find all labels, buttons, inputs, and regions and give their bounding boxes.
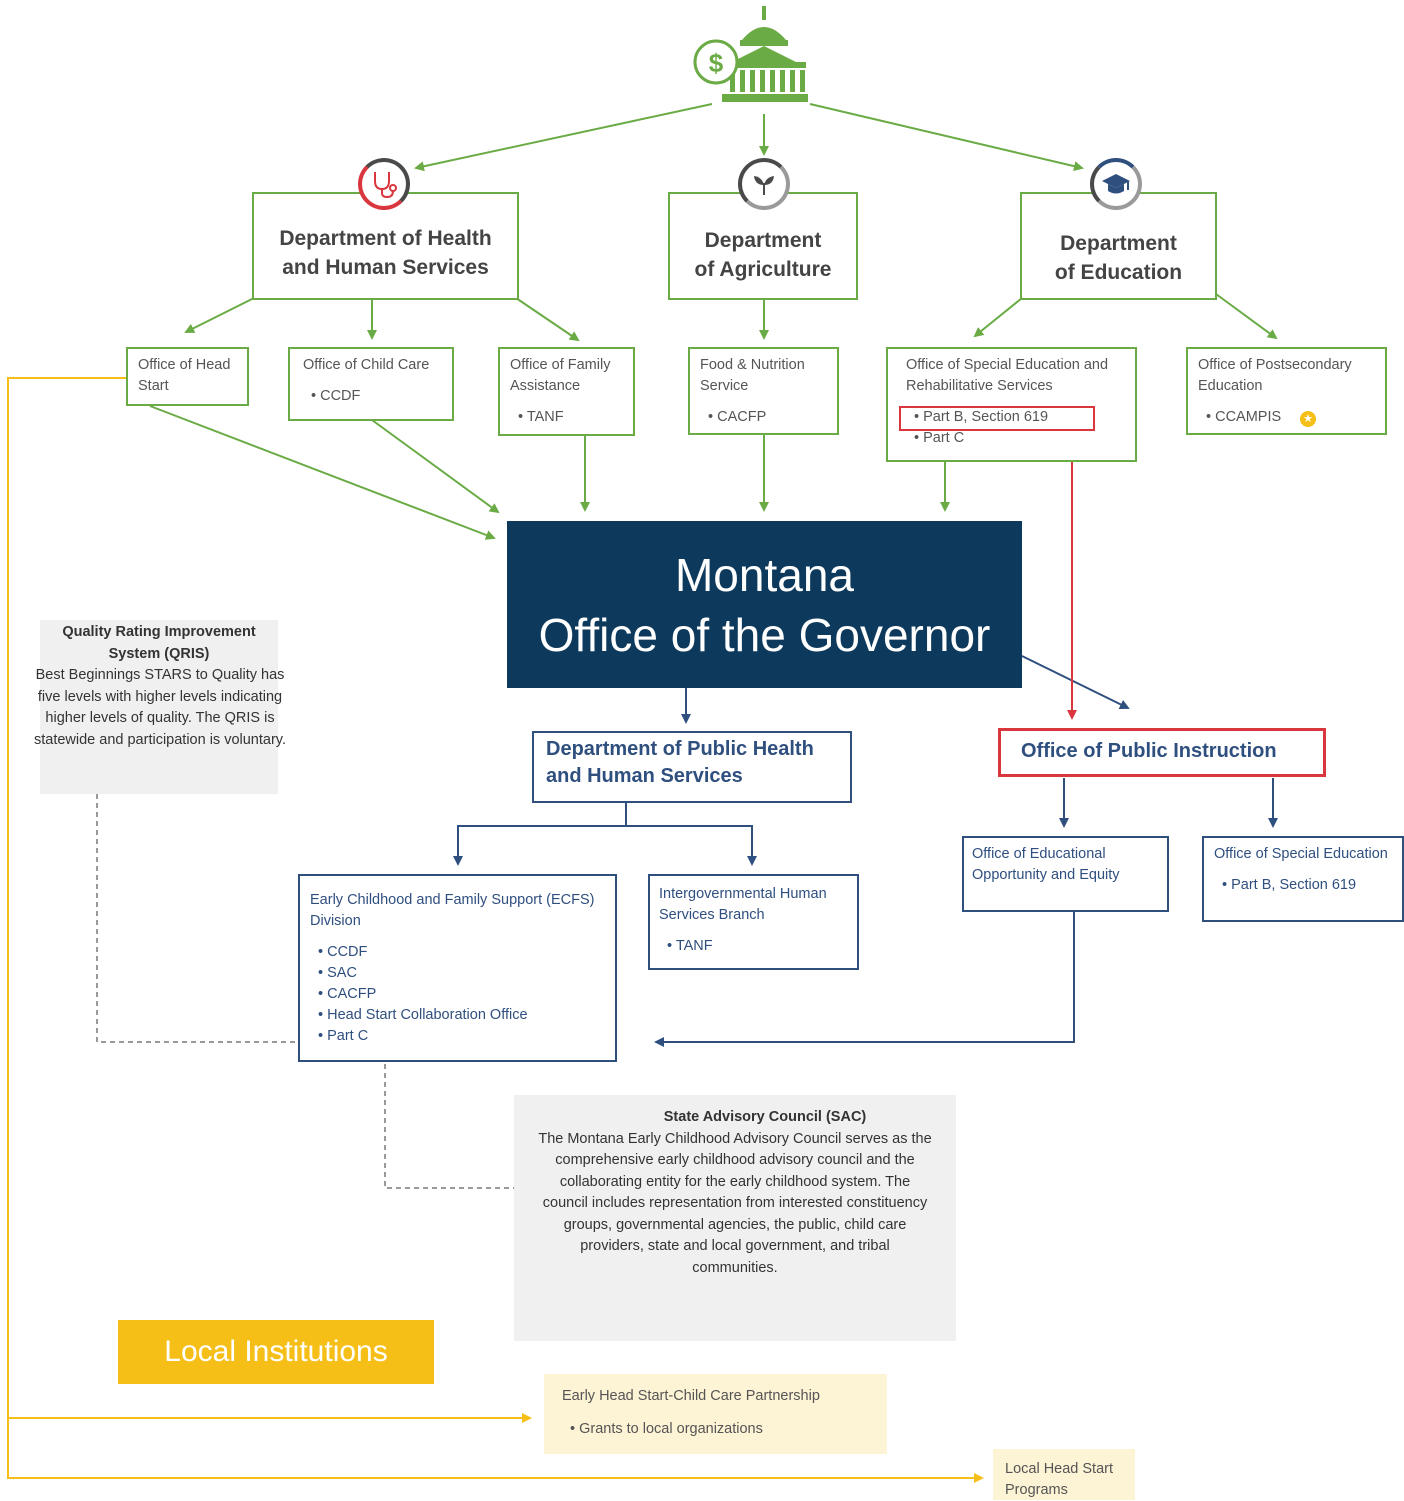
- dept-public-health-human-services: Department of Public Health and Human Se…: [532, 731, 852, 803]
- list-item: CCDF: [310, 942, 605, 963]
- list-item: CCDF: [303, 386, 442, 407]
- list-item: Part B, Section 619: [1214, 875, 1394, 896]
- ecfs-title: Early Childhood and Family Support (ECFS…: [310, 892, 595, 929]
- office-head-start-title: Office of Head Start: [138, 357, 231, 394]
- governor-office: Montana Office of the Governor: [507, 521, 1022, 688]
- early-head-start-child-care-partnership: Early Head Start-Child Care Partnership …: [544, 1374, 887, 1454]
- office-special-ed-title: Office of Special Education and Rehabili…: [906, 357, 1109, 394]
- sac-note: State Advisory Council (SAC) The Montana…: [514, 1095, 956, 1341]
- highlight-box-part-b: [899, 406, 1095, 431]
- list-item: Head Start Collaboration Office: [310, 1005, 605, 1026]
- list-item: TANF: [659, 936, 848, 957]
- capitol-dollar-icon: $: [692, 6, 812, 106]
- dept-ag-line2: of Agriculture: [694, 258, 832, 281]
- star-badge-icon: ★: [1300, 411, 1316, 427]
- list-item: CACFP: [310, 984, 605, 1005]
- office-child-care: Office of Child Care CCDF: [288, 347, 454, 421]
- governor-line2: Office of the Governor: [538, 608, 991, 661]
- ehs-cc-title: Early Head Start-Child Care Partnership: [562, 1388, 820, 1404]
- sac-title: State Advisory Council (SAC): [663, 1109, 867, 1125]
- dept-ed-line2: of Education: [1054, 261, 1183, 284]
- opi-title: Office of Public Instruction: [1021, 740, 1277, 762]
- dept-agriculture: Department of Agriculture: [668, 192, 858, 300]
- office-special-education-rehab: Office of Special Education and Rehabili…: [886, 347, 1137, 462]
- intergovernmental-human-services-branch: Intergovernmental Human Services Branch …: [648, 874, 859, 970]
- dphhs-title: Department of Public Health and Human Se…: [546, 738, 814, 787]
- qris-note: Quality Rating Improvement System (QRIS)…: [34, 620, 286, 794]
- list-item: Part C: [906, 428, 1125, 449]
- governor-line1: Montana: [674, 548, 854, 601]
- dept-ed-line1: Department: [1060, 232, 1177, 255]
- list-item: Part C: [310, 1026, 605, 1047]
- food-nutrition-service: Food & Nutrition Service CACFP: [688, 347, 839, 435]
- qris-title: Quality Rating Improvement System (QRIS): [62, 624, 256, 662]
- sac-body: The Montana Early Childhood Advisory Cou…: [538, 1130, 932, 1276]
- office-postsecondary-education: Office of Postsecondary Education CCAMPI…: [1186, 347, 1387, 435]
- svg-text:$: $: [709, 48, 724, 78]
- office-family-assistance-title: Office of Family Assistance: [510, 357, 611, 394]
- list-item: CCAMPIS: [1198, 407, 1375, 428]
- qris-body: Best Beginnings STARS to Quality has fiv…: [33, 667, 286, 748]
- oeoe-title: Office of Educational Opportunity and Eq…: [972, 846, 1120, 883]
- stethoscope-icon: [358, 158, 410, 210]
- dept-health-human-services: Department of Health and Human Services: [252, 192, 519, 300]
- list-item: CACFP: [700, 407, 827, 428]
- local-head-start-programs: Local Head Start Programs: [993, 1449, 1135, 1500]
- local-title-text: Local Institutions: [164, 1335, 388, 1368]
- office-postsecondary-title: Office of Postsecondary Education: [1198, 357, 1352, 394]
- list-item: TANF: [510, 407, 623, 428]
- sprout-icon: [738, 158, 790, 210]
- office-child-care-title: Office of Child Care: [303, 357, 430, 373]
- dept-education: Department of Education: [1020, 192, 1217, 300]
- office-public-instruction: Office of Public Instruction: [998, 728, 1326, 777]
- list-item: SAC: [310, 963, 605, 984]
- office-special-education: Office of Special Education Part B, Sect…: [1202, 836, 1404, 922]
- list-item-highlighted: Part B, Section 619: [906, 407, 1125, 428]
- dept-hhs-line1: Department of Health: [279, 227, 492, 250]
- dept-ag-line1: Department: [704, 229, 822, 252]
- local-head-start-title: Local Head Start Programs: [1005, 1461, 1114, 1498]
- office-head-start: Office of Head Start: [126, 347, 249, 406]
- list-item: Grants to local organizations: [562, 1419, 869, 1440]
- graduation-cap-icon: [1090, 158, 1142, 210]
- local-institutions-title: Local Institutions: [118, 1320, 434, 1384]
- dept-hhs-line2: and Human Services: [282, 256, 489, 279]
- food-nutrition-title: Food & Nutrition Service: [700, 357, 805, 394]
- office-family-assistance: Office of Family Assistance TANF: [498, 347, 635, 436]
- ecfs-division: Early Childhood and Family Support (ECFS…: [298, 874, 617, 1062]
- office-educational-opportunity-equity: Office of Educational Opportunity and Eq…: [962, 836, 1169, 912]
- ihsb-title: Intergovernmental Human Services Branch: [659, 886, 827, 923]
- ose-title: Office of Special Education: [1214, 846, 1388, 862]
